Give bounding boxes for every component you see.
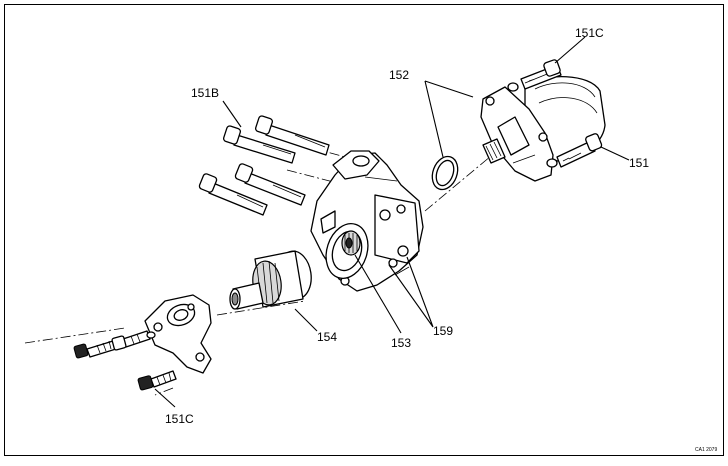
exploded-view-drawing: 151C 152 151B 151 154 153 159 151C CA1 2… [24,26,717,453]
leader-154 [294,308,318,332]
bolt-151 [546,133,603,168]
leader-159 [388,256,434,328]
callout-151: 151 [629,156,649,170]
leader-151c-top [554,36,586,64]
callout-152: 152 [389,68,409,82]
figure-code: CA1 2079 [695,447,717,453]
washer-top [507,82,519,92]
o-ring-152 [431,155,459,191]
motor-pinion-shaft [482,138,506,164]
leader-151b [222,100,242,128]
diagram-frame: 151C 152 151B 151 154 153 159 151C CA1 2… [4,4,724,456]
callout-151c-bottom: 151C [165,412,194,426]
callout-154: 154 [317,330,337,344]
callout-151b: 151B [191,86,219,100]
cover-screws [73,330,177,391]
starter-drive-154 [229,250,312,310]
bolt-151c-top [520,59,562,90]
starter-drive-housing [310,150,424,292]
bolts-151b [198,115,330,216]
assembly-axis [24,150,498,344]
drive-cover [144,294,212,374]
leader-153 [354,254,402,334]
leader-151 [600,146,630,161]
leader-152 [424,80,474,158]
starter-motor [480,76,606,182]
leader-151c-bottom [154,388,176,408]
idler-gear-153 [341,230,361,256]
callout-153: 153 [391,336,411,350]
callout-151c-top: 151C [575,26,604,40]
callout-159: 159 [433,324,453,338]
